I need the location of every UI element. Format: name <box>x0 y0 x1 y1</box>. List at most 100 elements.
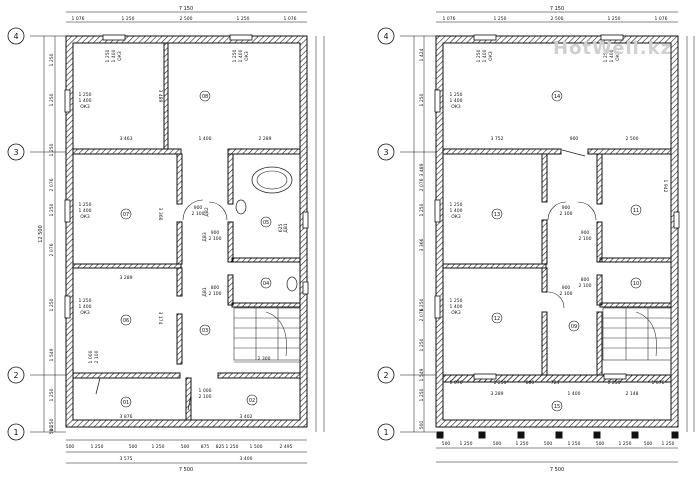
left-window-tag: ОК3 <box>244 51 250 61</box>
left-dim-bottom-segment: 1 250 <box>91 444 104 450</box>
right-dim-bottom-segment: 500 <box>544 441 553 447</box>
right-window-tag: 1 250 <box>450 202 463 208</box>
left-dim-overall-top: 7 150 <box>179 6 193 12</box>
right-interior-dim: 724 <box>551 380 560 386</box>
left-dim-bottom-segment: 1 250 <box>226 444 239 450</box>
right-interior-dim: 1 250 <box>494 380 507 386</box>
left-dim-side-segment: 1 250 <box>49 53 55 66</box>
right-window-tag: ОК3 <box>451 104 461 110</box>
right-dim-top-segment: 2 500 <box>551 16 564 22</box>
right-room-number: 10 <box>633 281 639 287</box>
right-dim-top-segment: 1 076 <box>655 16 668 22</box>
left-room-number: 06 <box>123 318 129 324</box>
right-dim-bottom-segment: 500 <box>644 441 653 447</box>
left-door-tag: 2 100 <box>209 236 222 242</box>
right-dim-side-segment: 1 424 <box>419 48 425 61</box>
right-interior-dim: 900 <box>570 136 579 142</box>
left-window-tag: ОК3 <box>80 214 90 220</box>
room-marker-circle <box>491 312 503 324</box>
right-door-tag: 2 100 <box>560 291 573 297</box>
right-dim-side-segment: 1 250 <box>419 93 425 106</box>
room-marker-circle <box>568 320 580 332</box>
left-interior-dim: 3 489 <box>157 90 163 103</box>
right-window-tag: 1 400 <box>450 304 463 310</box>
room-marker-circle <box>551 400 563 412</box>
right-window-tag: ОК3 <box>488 51 494 61</box>
left-window-tag: 1 250 <box>79 92 92 98</box>
room-marker-circle <box>199 90 211 102</box>
left-dim-side-segment: 1 250 <box>49 418 55 431</box>
right-interior-dim: 2 500 <box>626 136 639 142</box>
right-door-tag: 800 <box>581 277 590 283</box>
right-dim-side-segment: 1 549 <box>419 368 425 381</box>
right-dim-side-segment: 1 250 <box>419 203 425 216</box>
right-window-tag: ОК3 <box>451 214 461 220</box>
left-interior-dim: 3 876 <box>120 414 133 420</box>
room-marker-circle <box>491 208 503 220</box>
left-dim-side-segment: 1 250 <box>49 298 55 311</box>
left-door-tag: ДВ1 <box>202 287 208 297</box>
left-door-tag: 1 000 <box>199 388 212 394</box>
left-window-tag: ОК3 <box>117 51 123 61</box>
left-dim-side-segment: 500 <box>49 426 55 435</box>
right-room-number: 14 <box>554 94 560 100</box>
left-window-tag: 1 250 <box>79 202 92 208</box>
left-door-tag: 900 <box>194 205 203 211</box>
right-dim-bottom-segment: 500 <box>596 441 605 447</box>
left-interior-dim: 3 289 <box>120 275 133 281</box>
left-window-tag: 1 400 <box>79 98 92 104</box>
axis-marker-circle <box>7 27 25 45</box>
room-marker-circle <box>630 204 642 216</box>
left-dim-top-segment: 1 250 <box>237 16 250 22</box>
right-interior-dim: 3 289 <box>491 391 504 397</box>
left-room-number: 08 <box>202 94 208 100</box>
right-door-tag: 900 <box>562 205 571 211</box>
left-dim-bottom-segment: 500 <box>129 444 138 450</box>
left-axis-marker: 3 <box>13 148 18 157</box>
right-room-number: 11 <box>633 208 639 214</box>
left-dim-bottom-segment: 825 <box>216 444 225 450</box>
right-interior-dim: 1 942 <box>662 180 668 193</box>
right-window-tag: 1 250 <box>450 298 463 304</box>
right-dim-bottom-segment: 500 <box>493 441 502 447</box>
right-window-tag: ОК3 <box>451 310 461 316</box>
left-door-tag: 800 <box>211 285 220 291</box>
left-dim-side-segment: 1 250 <box>49 143 55 156</box>
right-dim-overall-bottom: 7 500 <box>550 467 564 473</box>
axis-marker-circle <box>377 27 395 45</box>
right-dim-side-segment: 2 076 <box>419 178 425 191</box>
left-dim-top-segment: 1 076 <box>72 16 85 22</box>
room-marker-circle <box>260 277 272 289</box>
left-dim-bottom-segment: 500 <box>66 444 75 450</box>
left-door-tag: 2 100 <box>209 291 222 297</box>
left-window-tag: 1 250 <box>232 49 238 62</box>
left-axis-marker: 4 <box>13 32 18 41</box>
left-dim-bottom-segment: 2 495 <box>280 444 293 450</box>
right-interior-dim: 2 148 <box>626 391 639 397</box>
left-window-tag: 1 250 <box>105 49 111 62</box>
left-dim-bottom-segment: 500 <box>181 444 190 450</box>
left-window-tag: 1 400 <box>79 304 92 310</box>
right-axis-marker: 4 <box>383 32 388 41</box>
right-door-tag: 2 100 <box>579 236 592 242</box>
right-window-tag: 1 250 <box>476 49 482 62</box>
left-room-number: 03 <box>202 328 208 334</box>
left-dim-top-segment: 2 500 <box>180 16 193 22</box>
right-room-number: 09 <box>571 324 577 330</box>
right-dim-bottom-segment: 500 <box>442 441 451 447</box>
right-dim-bottom-segment: 1 250 <box>460 441 473 447</box>
left-room-number: 07 <box>123 212 129 218</box>
right-dim-side-segment: 500 <box>419 421 425 430</box>
left-dim-top-segment: 1 076 <box>284 16 297 22</box>
left-interior-dim: 3 174 <box>157 312 163 325</box>
right-dim-top-segment: 1 076 <box>443 16 456 22</box>
watermark: HotWell.kz <box>553 38 673 59</box>
left-room-number: 05 <box>263 220 269 226</box>
right-window-tag: 1 250 <box>450 92 463 98</box>
right-dim-side-segment: 3 489 <box>419 163 425 176</box>
right-window-tag: ОК3 <box>615 51 621 61</box>
left-door-tag: 2 100 <box>199 394 212 400</box>
right-dim-side-segment: 1 250 <box>419 298 425 311</box>
room-marker-circle <box>246 394 258 406</box>
room-marker-circle <box>120 314 132 326</box>
